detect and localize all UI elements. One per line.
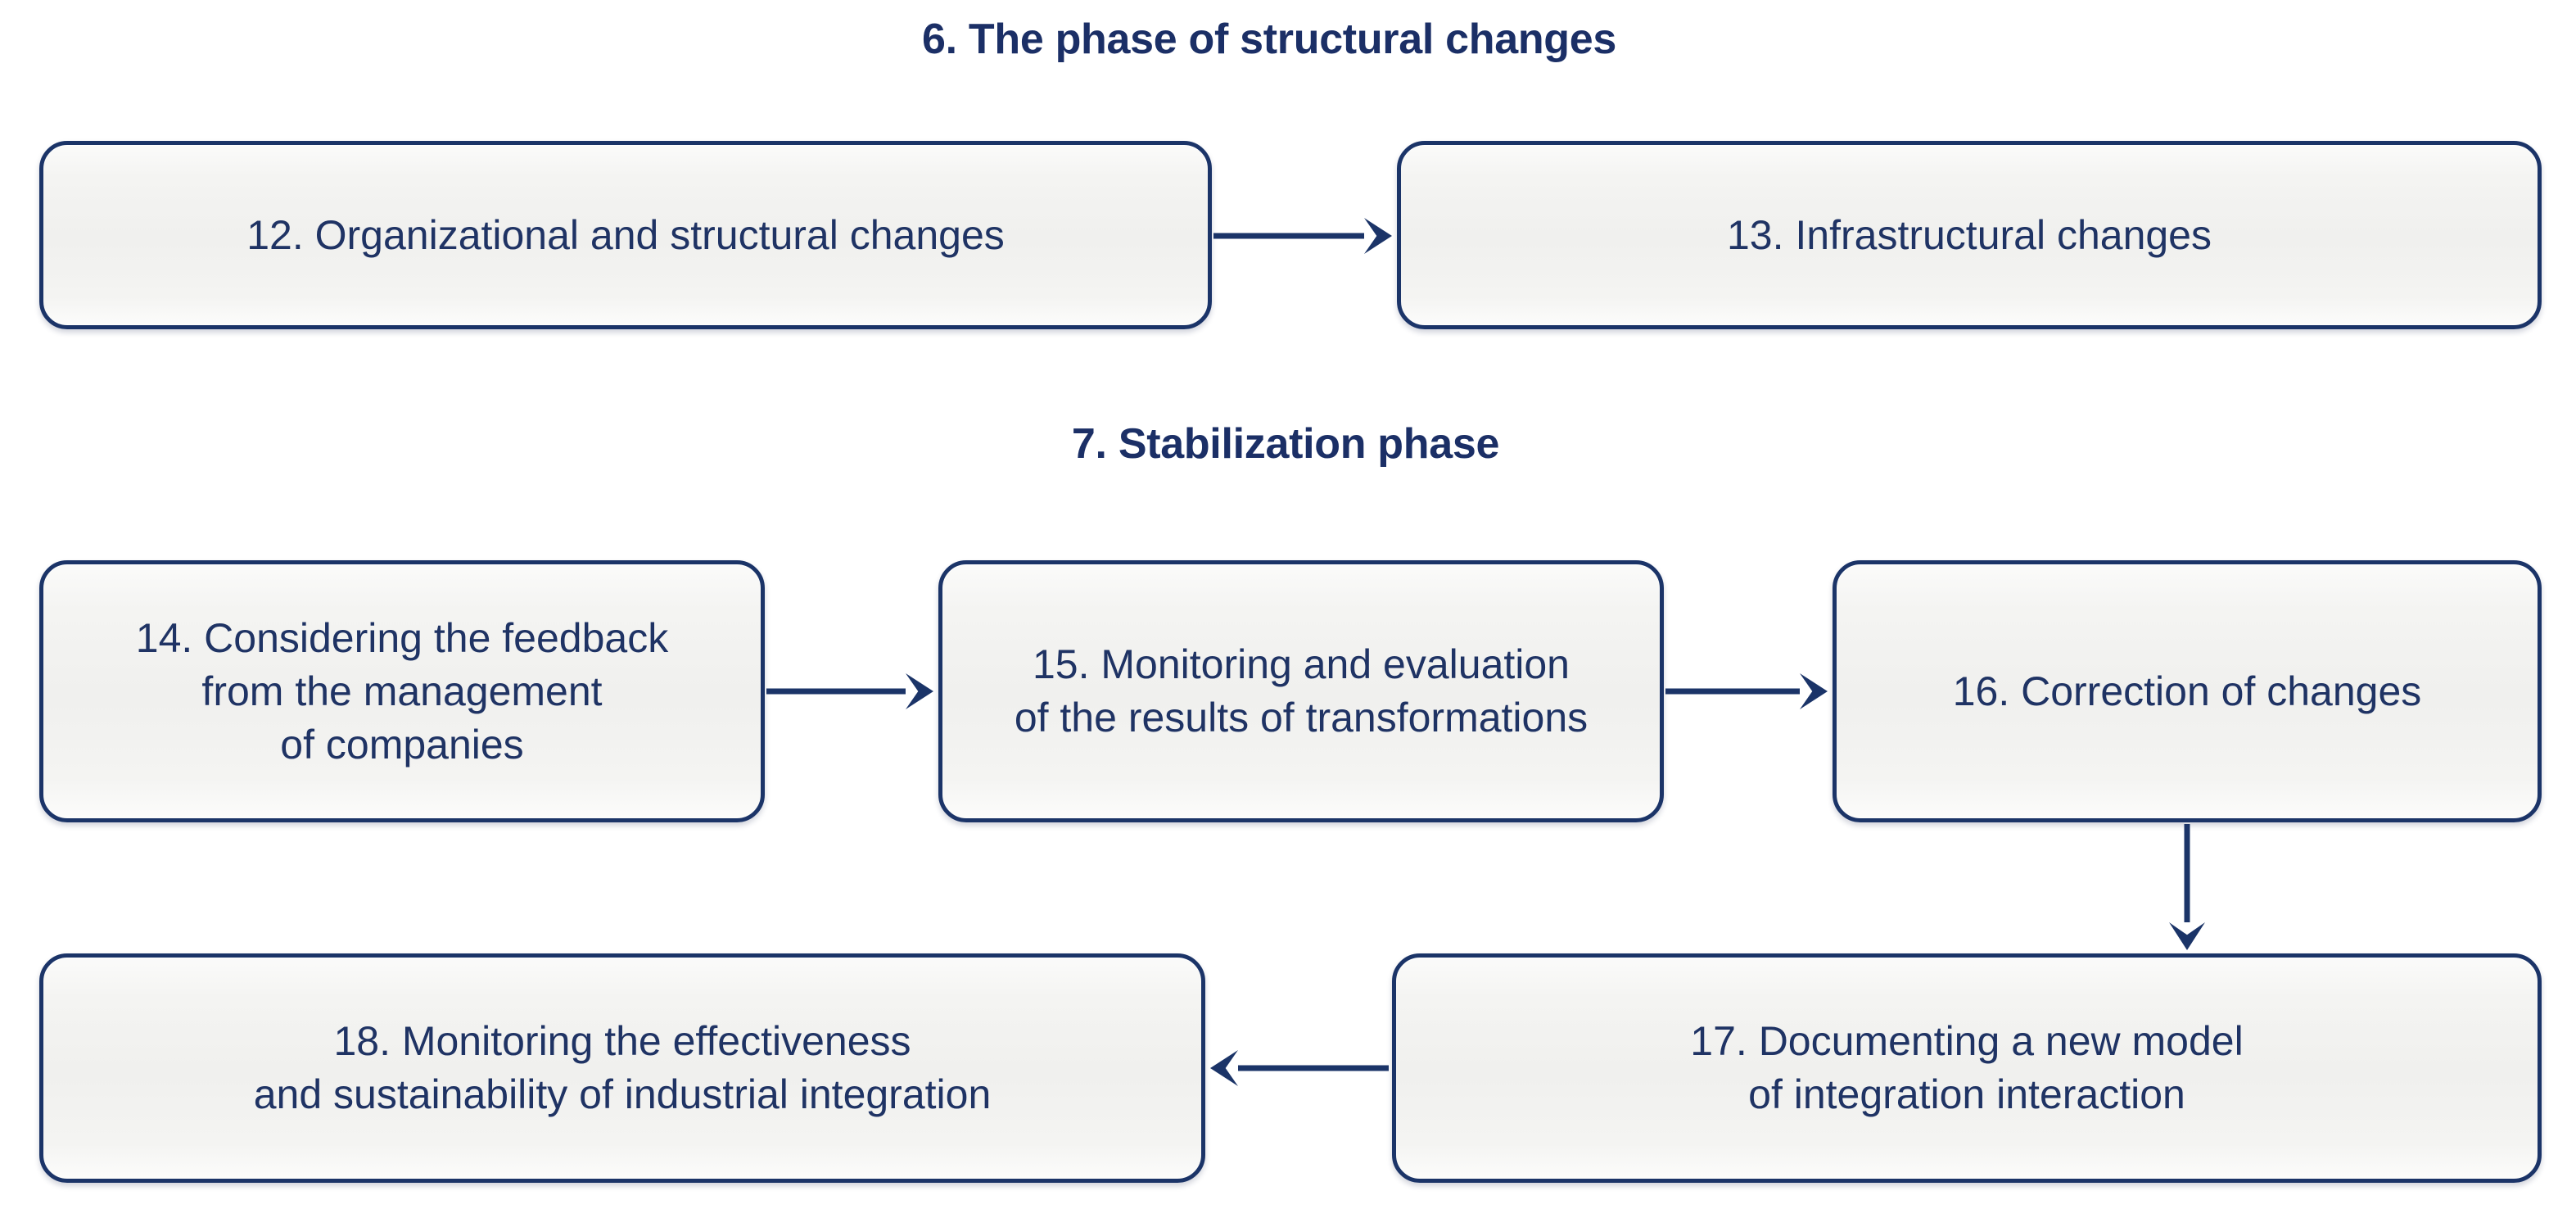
process-node-14-label: 14. Considering the feedback from the ma… <box>135 614 669 768</box>
section-title-structural-changes: 6. The phase of structural changes <box>921 16 1617 63</box>
process-node-14[interactable]: 14. Considering the feedback from the ma… <box>39 560 765 822</box>
arrow-16-to-17 <box>2169 824 2205 950</box>
arrow-16-to-17-head <box>2169 922 2205 950</box>
process-node-13[interactable]: 13. Infrastructural changes <box>1397 141 2542 329</box>
process-node-13-label: 13. Infrastructural changes <box>1727 211 2212 258</box>
process-node-18-label: 18. Monitoring the effectiveness and sus… <box>253 1018 992 1117</box>
arrow-15-to-16-head <box>1800 673 1828 709</box>
arrow-12-to-13-head <box>1364 218 1392 254</box>
arrow-14-to-15-head <box>906 673 933 709</box>
process-node-18[interactable]: 18. Monitoring the effectiveness and sus… <box>39 953 1205 1183</box>
process-node-16[interactable]: 16. Correction of changes <box>1833 560 2542 822</box>
arrow-15-to-16 <box>1665 673 1828 709</box>
arrow-17-to-18 <box>1210 1050 1389 1086</box>
section-title-stabilization-phase: 7. Stabilization phase <box>1071 420 1500 468</box>
arrow-12-to-13 <box>1213 218 1392 254</box>
process-node-12-label: 12. Organizational and structural change… <box>246 211 1005 258</box>
arrow-17-to-18-head <box>1210 1050 1238 1086</box>
process-node-17[interactable]: 17. Documenting a new model of integrati… <box>1392 953 2542 1183</box>
process-node-17-label: 17. Documenting a new model of integrati… <box>1690 1018 2244 1117</box>
process-node-16-label: 16. Correction of changes <box>1952 668 2422 714</box>
process-node-15-label: 15. Monitoring and evaluation of the res… <box>1014 641 1589 740</box>
arrow-14-to-15 <box>766 673 933 709</box>
process-node-15[interactable]: 15. Monitoring and evaluation of the res… <box>938 560 1664 822</box>
process-node-12[interactable]: 12. Organizational and structural change… <box>39 141 1212 329</box>
